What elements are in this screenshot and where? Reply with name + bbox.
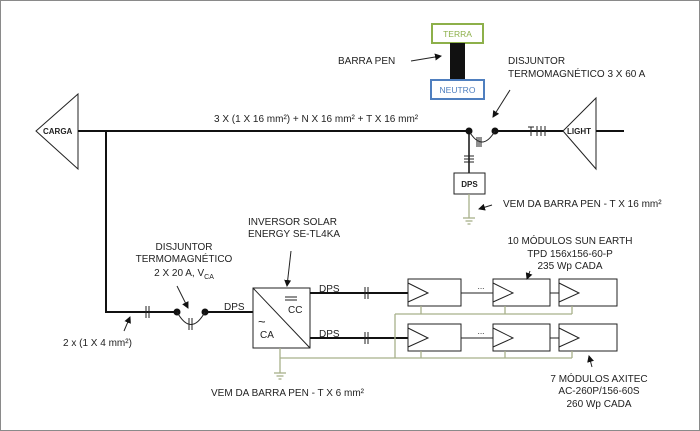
upper-string-label-1: 10 MÓDULOS SUN EARTH <box>508 234 633 247</box>
pv-module-icon <box>558 327 581 348</box>
pen-bus-bar: TERRA NEUTRO BARRA PEN <box>338 23 485 100</box>
main-cable-label: 3 X (1 X 16 mm²) + N X 16 mm² + T X 16 m… <box>214 114 419 125</box>
ac-breaker-arrow <box>176 285 189 309</box>
pv-modules <box>407 278 618 352</box>
bus-bar-body <box>450 43 465 80</box>
ac-breaker-label-2: TERMOMAGNÉTICO <box>136 252 233 265</box>
neutral-terminal-label: NEUTRO <box>440 85 476 95</box>
ground-icon <box>274 372 286 380</box>
inverter-label-1: INVERSOR SOLAR <box>248 217 337 228</box>
conductor-ticks <box>528 126 546 136</box>
ac-symbol-icon: ~ <box>258 314 266 329</box>
inverter-ground-note: VEM DA BARRA PEN - T X 6 mm² <box>211 388 365 399</box>
main-breaker-symbol <box>465 127 499 147</box>
pv-module-icon <box>407 282 430 303</box>
lower-pv-module <box>492 323 551 352</box>
main-dps-ground-note: VEM DA BARRA PEN - T X 16 mm² <box>503 199 662 210</box>
upper-string-label-3: 235 Wp CADA <box>537 261 602 272</box>
grid-label: LIGHT <box>567 127 591 136</box>
pv-module-icon <box>407 327 430 348</box>
ground-terminal-label: TERRA <box>443 29 472 39</box>
pv-module-icon <box>492 327 515 348</box>
main-dps-label: DPS <box>461 180 478 189</box>
ac-breaker-symbol <box>173 308 209 330</box>
main-dps-arrow <box>478 203 493 211</box>
upper-pv-module <box>558 278 618 307</box>
lower-dps-label: DPS <box>319 329 340 340</box>
upper-pv-module <box>407 278 462 307</box>
ac-breaker-label-3: 2 X 20 A, VCA <box>154 268 214 281</box>
ac-cable-label: 2 x (1 X 4 mm²) <box>63 338 132 349</box>
upper-string-label-2: TPD 156x156-60-P <box>527 249 613 260</box>
main-breaker-arrow <box>492 89 511 118</box>
upper-pv-module <box>492 278 551 307</box>
upper-dps-label: DPS <box>319 284 340 295</box>
lower-string-arrow <box>587 355 594 368</box>
bus-bar-label: BARRA PEN <box>338 56 395 67</box>
main-breaker-label-2: TERMOMAGNÉTICO 3 X 60 A <box>508 67 646 80</box>
inverter-box: CC ~ CA <box>252 287 311 349</box>
pv-module-icon <box>558 282 581 303</box>
upper-string-ellipsis: ... <box>477 281 484 291</box>
neutral-terminal <box>430 79 485 100</box>
main-breaker-label-1: DISJUNTOR <box>508 56 565 67</box>
lower-pv-module <box>558 323 618 352</box>
lower-pv-module <box>407 323 462 352</box>
inverter-dc-label: CC <box>288 305 302 316</box>
ac-dps-label: DPS <box>224 302 245 313</box>
lower-string-ellipsis: ... <box>477 326 484 336</box>
lower-string-label-1: 7 MÓDULOS AXITEC <box>550 372 647 385</box>
inverter-ac-label: CA <box>260 330 274 341</box>
bus-bar-arrow <box>410 53 442 62</box>
lower-string-label-2: AC-260P/156-60S <box>558 386 639 397</box>
pv-module-icon <box>492 282 515 303</box>
load-label: CARGA <box>43 127 73 136</box>
ground-icon <box>463 217 475 225</box>
grid-symbol <box>562 96 597 171</box>
ac-cable-arrow <box>123 316 131 332</box>
dc-ground-wiring <box>279 306 573 373</box>
inverter-arrow <box>284 250 292 287</box>
inverter-label-2: ENERGY SE-TL4KA <box>248 229 340 240</box>
lower-string-label-3: 260 Wp CADA <box>566 399 631 410</box>
ac-breaker-label-1: DISJUNTOR <box>155 242 212 253</box>
upper-string-arrow <box>525 270 533 280</box>
inverter-ac-feeder <box>105 131 177 313</box>
